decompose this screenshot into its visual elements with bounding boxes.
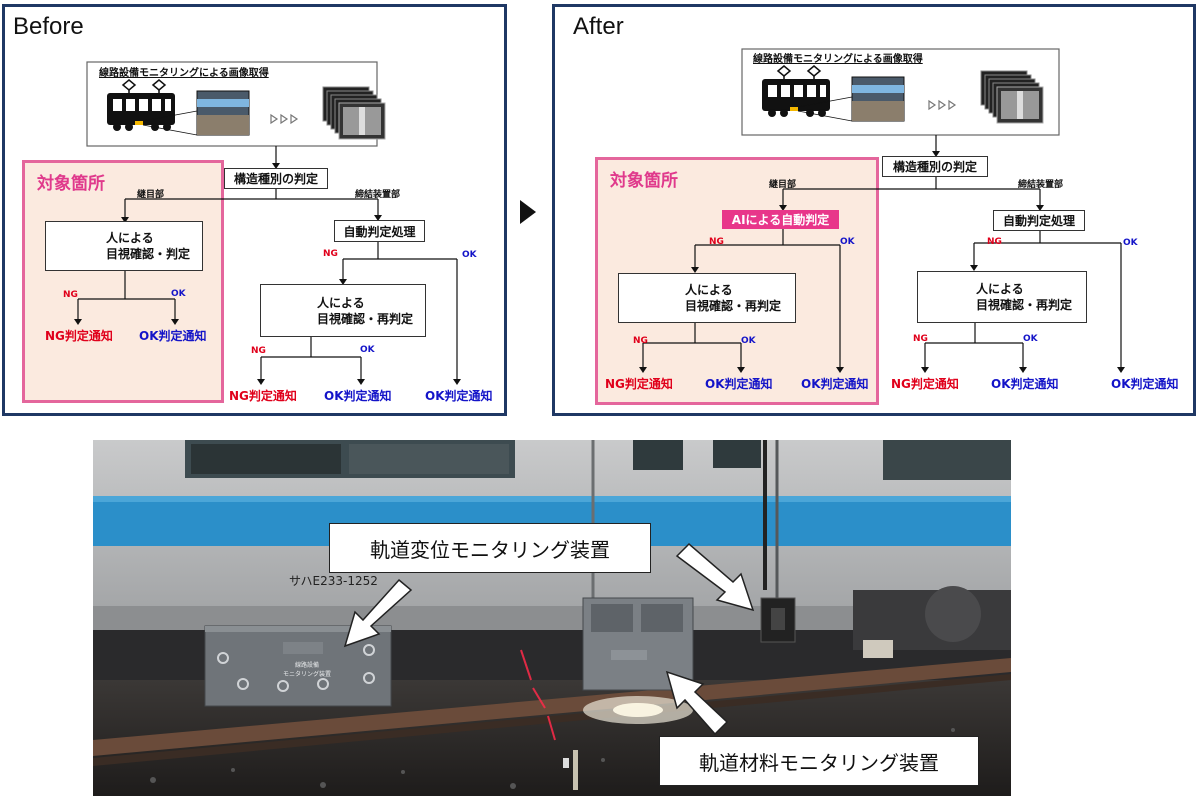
train-photo-illustration (93, 440, 1011, 796)
acquire-label: 線路設備モニタリングによる画像取得 (99, 68, 269, 79)
structure-box: 構造種別の判定 (224, 168, 328, 189)
ng-label: NG (323, 249, 338, 259)
ok-notice: OK判定通知 (425, 389, 493, 403)
ng-notice: NG判定通知 (891, 377, 959, 391)
chevrons-icon (928, 99, 957, 111)
ng-label: NG (251, 346, 266, 356)
target-area: 対象箇所 (22, 160, 224, 403)
ok-notice: OK判定通知 (324, 389, 392, 403)
ok-notice: OK判定通知 (1111, 377, 1179, 391)
joint-label: 継目部 (769, 180, 797, 190)
ok-notice: OK判定通知 (991, 377, 1059, 391)
ok-notice: OK判定通知 (705, 377, 773, 391)
sample-image-icon (797, 76, 905, 122)
ng-notice: NG判定通知 (229, 389, 297, 403)
train-icon (762, 65, 830, 117)
ng-notice: NG判定通知 (605, 377, 673, 391)
human-recheck-box: 人による 目視確認・再判定 (618, 273, 796, 323)
after-flow-lines (620, 48, 1125, 373)
auto-judge-box: 自動判定処理 (334, 220, 425, 242)
after-panel: After 対象箇所 (552, 4, 1196, 416)
fastener-label: 締結装置部 (1018, 180, 1064, 190)
train-icon (107, 79, 175, 131)
target-area-label: 対象箇所 (37, 174, 105, 194)
ok-label: OK (741, 336, 756, 346)
car-number: サハE233-1252 (289, 574, 378, 588)
fastener-label: 締結装置部 (355, 190, 401, 200)
train-photo: サハE233-1252 線路設備 モニタリング装置 軌道変位モニタリング装置 軌… (93, 440, 1011, 796)
chevrons-icon (270, 113, 299, 125)
panel-title-after: After (573, 13, 624, 40)
ok-label: OK (840, 237, 855, 247)
ok-label: OK (171, 289, 186, 299)
callout-track-material: 軌道材料モニタリング装置 (659, 736, 979, 786)
ok-notice: OK判定通知 (139, 329, 207, 343)
image-stack-icon (980, 70, 1044, 124)
ng-label: NG (987, 237, 1002, 247)
sample-image-icon (142, 90, 250, 136)
ok-label: OK (360, 345, 375, 355)
auto-judge-box: 自動判定処理 (993, 210, 1085, 231)
joint-label: 継目部 (137, 190, 165, 200)
acquire-label: 線路設備モニタリングによる画像取得 (753, 54, 923, 65)
image-stack-icon (322, 86, 386, 140)
human-check-box: 人による 目視確認・判定 (45, 221, 203, 271)
ok-notice: OK判定通知 (801, 377, 869, 391)
ng-label: NG (633, 336, 648, 346)
human-recheck-box: 人による 目視確認・再判定 (917, 271, 1087, 323)
target-area-label: 対象箇所 (610, 171, 678, 191)
ng-label: NG (709, 237, 724, 247)
ai-judge-box: AIによる自動判定 (722, 210, 839, 229)
panel-title-before: Before (13, 13, 84, 40)
ok-label: OK (1123, 238, 1138, 248)
structure-box: 構造種別の判定 (882, 156, 988, 177)
ng-notice: NG判定通知 (45, 329, 113, 343)
ng-label: NG (913, 334, 928, 344)
device-label: 線路設備 モニタリング装置 (283, 662, 332, 678)
ok-label: OK (462, 250, 477, 260)
ok-label: OK (1023, 334, 1038, 344)
callout-track-displacement: 軌道変位モニタリング装置 (329, 523, 651, 573)
transition-arrow-icon (520, 200, 536, 224)
before-panel: Before 対象箇所 (2, 4, 507, 416)
human-recheck-box: 人による 目視確認・再判定 (260, 284, 426, 337)
callout-arrows (343, 542, 755, 736)
ng-label: NG (63, 290, 78, 300)
